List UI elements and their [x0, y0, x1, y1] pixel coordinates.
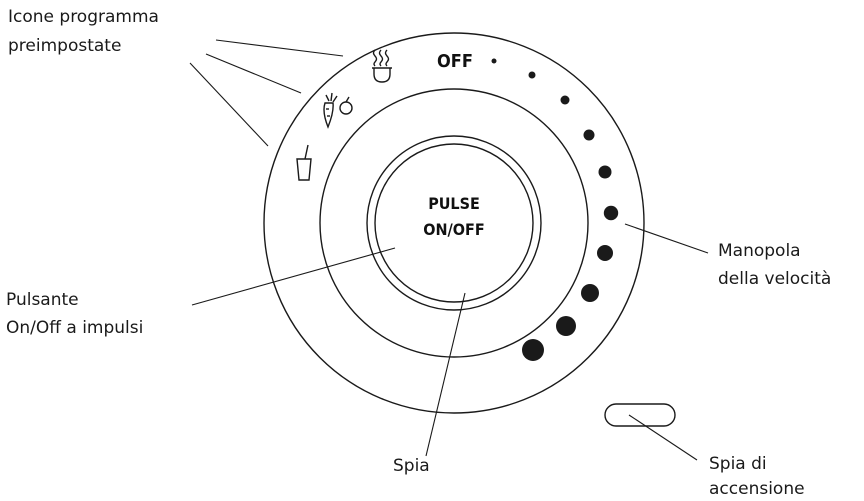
label-pulse-button-line1: Pulsante [6, 290, 79, 310]
label-pulse-button-line2: On/Off a impulsi [6, 318, 143, 338]
speed-dot-9 [556, 316, 576, 336]
power-light [604, 403, 676, 427]
leader-preset-soup [215, 39, 344, 57]
vegetables-fruit-icon[interactable] [323, 92, 353, 129]
leader-preset-cup [189, 62, 269, 147]
label-speed-knob-line1: Manopola [718, 241, 801, 261]
speed-dot-7 [597, 245, 613, 261]
speed-dot-4 [583, 129, 595, 141]
speed-dots [491, 58, 619, 361]
label-indicator: Spia [393, 456, 430, 476]
pulse-button-outer-ring[interactable] [366, 135, 542, 311]
leader-power-light [628, 414, 698, 461]
label-preset-icons-line1: Icone programma [8, 7, 159, 27]
off-label: OFF [437, 51, 473, 72]
pulse-text-line1: PULSE [428, 194, 480, 213]
leader-speed-knob [624, 223, 709, 254]
soup-icon[interactable] [372, 49, 392, 83]
label-power-light-line2: accensione [709, 479, 805, 499]
label-speed-knob-line2: della velocità [718, 269, 831, 289]
speed-dot-6 [603, 205, 619, 221]
dial-outer-ring [263, 32, 645, 414]
speed-dot-8 [581, 284, 599, 302]
speed-dot-2 [528, 71, 536, 79]
speed-dot-5 [598, 165, 612, 179]
speed-dot-3 [560, 95, 570, 105]
leader-pulse-button [191, 247, 396, 306]
pulse-text-line2: ON/OFF [423, 220, 484, 239]
label-power-light-line1: Spia di [709, 454, 767, 474]
leader-lines [189, 39, 709, 461]
speed-dot-10 [522, 339, 544, 361]
label-preset-icons-line2: preimpostate [8, 36, 121, 56]
leader-preset-veg [205, 53, 302, 94]
speed-knob-ring [319, 88, 589, 358]
leader-indicator [425, 292, 466, 457]
pulse-button-inner-ring[interactable] [374, 143, 534, 303]
smoothie-cup-icon[interactable] [296, 144, 312, 181]
speed-dot-1 [491, 58, 497, 64]
